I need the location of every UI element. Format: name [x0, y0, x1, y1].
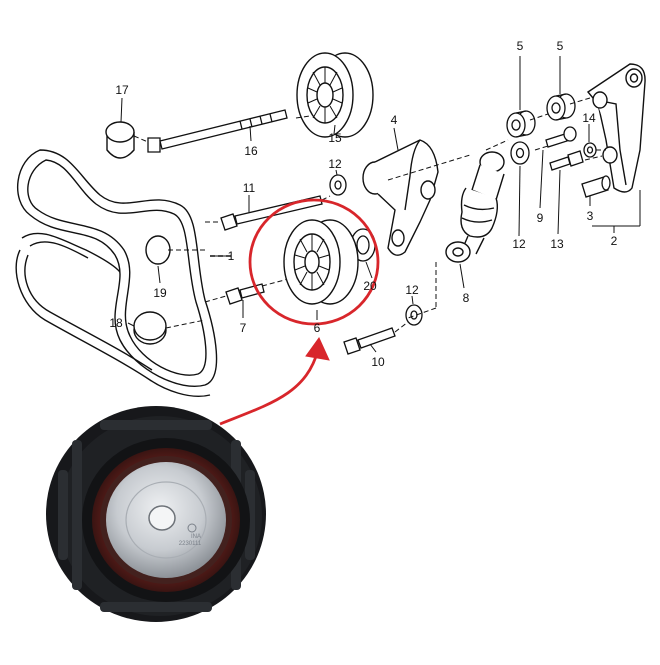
bolt-13 [549, 150, 584, 171]
label-19: 19 [153, 286, 167, 300]
label-12-right: 12 [512, 237, 526, 251]
label-5-left: 5 [517, 39, 524, 53]
label-13: 13 [550, 237, 564, 251]
label-1: 1 [228, 249, 235, 263]
label-16: 16 [244, 144, 258, 158]
bearing-5-right [546, 93, 576, 121]
highlight-arrow [219, 349, 320, 426]
alignment-lines [133, 97, 606, 333]
highlight-annotation [219, 198, 380, 426]
bolt-16 [147, 109, 288, 153]
leader-lines [120, 56, 641, 353]
idler-pulley-6 [283, 219, 359, 305]
label-8: 8 [463, 291, 470, 305]
sleeve-3 [581, 175, 611, 198]
washer-12-top [329, 174, 347, 196]
idler-pulley-15 [296, 52, 374, 138]
label-17: 17 [115, 83, 129, 97]
label-6: 6 [314, 321, 321, 335]
label-11: 11 [243, 181, 256, 195]
cap-17 [105, 121, 135, 159]
bracket-2 [586, 63, 646, 193]
label-3: 3 [587, 209, 594, 223]
photo-stamp-code: 2230111 [179, 541, 202, 547]
part-labels: 1 2 3 4 5 5 6 7 8 9 10 11 12 12 12 14 13… [109, 39, 617, 369]
bolt-9 [545, 126, 577, 148]
washer-12-right [510, 141, 530, 165]
nut-14 [583, 142, 597, 158]
pulley-photo: INA 2230111 [46, 406, 266, 622]
pulley-18 [133, 311, 167, 345]
label-10: 10 [371, 355, 385, 369]
label-7: 7 [240, 321, 247, 335]
label-14-anchor: 14 [582, 111, 596, 125]
highlight-circle [248, 198, 380, 326]
label-2: 2 [611, 234, 618, 248]
washer-12-bottom [405, 304, 423, 326]
bearing-5-left [506, 110, 536, 138]
label-5-right: 5 [557, 39, 564, 53]
pulley-19 [145, 235, 171, 265]
label-15: 15 [328, 131, 342, 145]
label-20: 20 [363, 279, 377, 293]
tensioner-arm-4 [362, 139, 439, 256]
label-4: 4 [391, 113, 398, 127]
damper-8 [445, 151, 505, 263]
label-12-top: 12 [328, 157, 342, 171]
photo-stamp-brand: INA [191, 534, 201, 540]
drive-belt [15, 149, 232, 397]
bolt-10 [343, 327, 396, 355]
label-12-bottom: 12 [405, 283, 419, 297]
label-18: 18 [109, 316, 123, 330]
label-9: 9 [537, 211, 544, 225]
